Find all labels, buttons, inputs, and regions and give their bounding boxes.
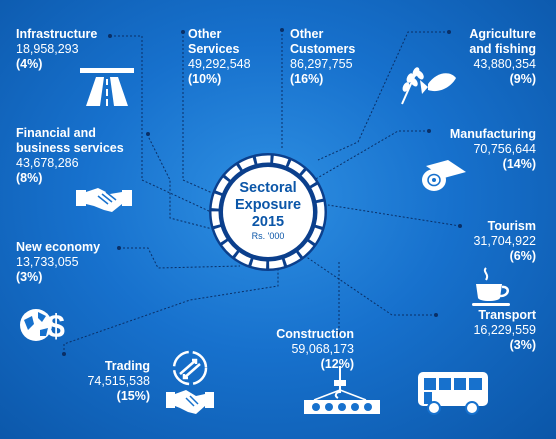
sector-name: Other: [188, 27, 222, 41]
hub-title-line: Exposure: [234, 197, 302, 213]
sector-percent: (4%): [16, 57, 43, 71]
hub-title: Sectoral Exposure 2015: [222, 180, 314, 231]
sector-percent: (3%): [509, 338, 536, 352]
sector-name: Trading: [104, 359, 150, 373]
highway-icon: [80, 68, 134, 106]
hub-title-line: Sectoral: [239, 180, 297, 196]
sector-percent: (16%): [290, 72, 324, 86]
svg-text:$: $: [47, 308, 65, 344]
wheat-and-fish-icon: [401, 67, 456, 105]
sector-percent: (8%): [16, 171, 43, 185]
sector-value: 59,068,173: [291, 342, 354, 356]
coffee-cup-icon: [472, 267, 510, 306]
sector-name: Agriculture: [469, 27, 536, 41]
trade-handshake-icon: [166, 350, 214, 414]
sectoral-exposure-hub: [209, 153, 327, 271]
sector-name: Financial and: [16, 126, 96, 140]
sector-ring: [211, 155, 325, 269]
sector-percent: (3%): [16, 270, 43, 284]
sector-value: 43,678,286: [16, 156, 79, 170]
sector-name: Tourism: [487, 219, 536, 233]
hub-title-line: 2015: [251, 214, 285, 230]
sector-name: Services: [188, 42, 240, 56]
sector-trading: Trading 74,515,538 (15%): [87, 359, 150, 404]
sector-value: 74,515,538: [87, 374, 150, 388]
sector-value: 43,880,354: [473, 57, 536, 71]
sector-name: business services: [16, 141, 124, 155]
hub-unit: Rs. '000: [251, 231, 285, 241]
sector-value: 31,704,922: [473, 234, 536, 248]
sector-percent: (14%): [502, 157, 536, 171]
sector-name: Construction: [276, 327, 354, 341]
sector-value: 49,292,548: [188, 57, 251, 71]
sector-tourism: Tourism 31,704,922 (6%): [473, 219, 536, 264]
sector-construction: Construction 59,068,173 (12%): [276, 327, 354, 372]
leader-transport: [301, 253, 436, 316]
sector-transport: Transport 16,229,559 (3%): [473, 308, 536, 353]
bus-icon: [418, 372, 488, 415]
leader-agriculture: [317, 31, 449, 161]
sector-new-economy: New economy 13,733,055 (3%): [16, 240, 100, 285]
sector-percent: (15%): [116, 389, 150, 403]
sector-other-services: Other Services 49,292,548 (10%): [188, 27, 251, 87]
leader-tourism: [327, 204, 461, 227]
sector-name: Other: [290, 27, 324, 41]
sector-agriculture: Agriculture and fishing 43,880,354 (9%): [469, 27, 536, 87]
sector-percent: (12%): [320, 357, 354, 371]
sector-value: 13,733,055: [16, 255, 79, 269]
sector-percent: (10%): [188, 72, 222, 86]
sector-name: Customers: [290, 42, 356, 56]
sector-manufacturing: Manufacturing 70,756,644 (14%): [450, 127, 536, 172]
sector-value: 70,756,644: [473, 142, 536, 156]
handshake-icon: [76, 188, 132, 212]
leader-trading: [63, 270, 279, 354]
fabric-roll-icon: [422, 160, 466, 191]
sector-percent: (9%): [509, 72, 536, 86]
sector-other-customers: Other Customers 86,297,755 (16%): [290, 27, 355, 87]
globe-dollar-icon: $: [20, 308, 65, 344]
sector-value: 16,229,559: [473, 323, 536, 337]
leader-new-economy: [119, 247, 241, 269]
crane-icon: [304, 366, 380, 414]
leader-manufacturing: [313, 130, 429, 181]
sector-percent: (6%): [509, 249, 536, 263]
sector-name: Infrastructure: [16, 27, 98, 41]
sector-name: New economy: [16, 240, 101, 254]
sector-name: and fishing: [469, 42, 536, 56]
sector-infrastructure: Infrastructure 18,958,293 (4%): [16, 27, 97, 72]
hub-label: Sectoral Exposure 2015 Rs. '000: [222, 180, 314, 242]
sector-value: 86,297,755: [290, 57, 353, 71]
sector-value: 18,958,293: [16, 42, 79, 56]
sector-name: Transport: [478, 308, 536, 322]
sector-financial-business-services: Financial and business services 43,678,2…: [16, 126, 124, 186]
leader-infrastructure: [110, 35, 225, 219]
sector-name: Manufacturing: [449, 127, 536, 141]
